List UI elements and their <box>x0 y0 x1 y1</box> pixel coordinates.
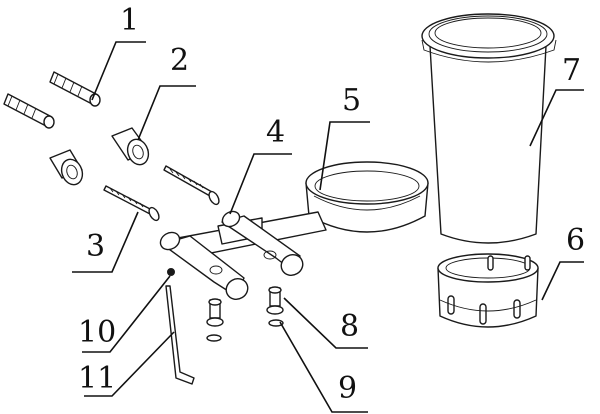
part-screw-upper <box>163 165 220 206</box>
callout-5: 5 <box>342 83 361 118</box>
part-washer-right <box>268 319 284 327</box>
part-cup <box>421 13 557 244</box>
part-set-screw-left <box>206 298 224 327</box>
callout-10: 10 <box>78 315 116 350</box>
part-wall-plug-lower <box>3 93 55 129</box>
part-sleeve-left <box>49 149 84 186</box>
part-set-screw-right <box>266 286 284 315</box>
callout-11: 11 <box>78 361 116 396</box>
callout-1: 1 <box>120 3 139 38</box>
callout-6: 6 <box>566 223 585 258</box>
callout-2: 2 <box>170 43 189 78</box>
leader-lines <box>72 41 584 413</box>
callout-3: 3 <box>86 229 105 264</box>
part-wall-plug-upper <box>49 71 101 107</box>
callout-9: 9 <box>338 371 357 406</box>
callout-4: 4 <box>266 115 285 150</box>
part-ball <box>167 268 175 276</box>
callout-8: 8 <box>340 309 359 344</box>
part-screw-lower <box>103 185 160 222</box>
part-ring-holder <box>305 161 429 233</box>
part-base-ring <box>437 253 539 328</box>
part-sleeve-right <box>111 127 150 166</box>
part-washer-left <box>206 334 222 342</box>
part-arm-assembly <box>159 210 327 300</box>
callout-7: 7 <box>562 53 581 88</box>
